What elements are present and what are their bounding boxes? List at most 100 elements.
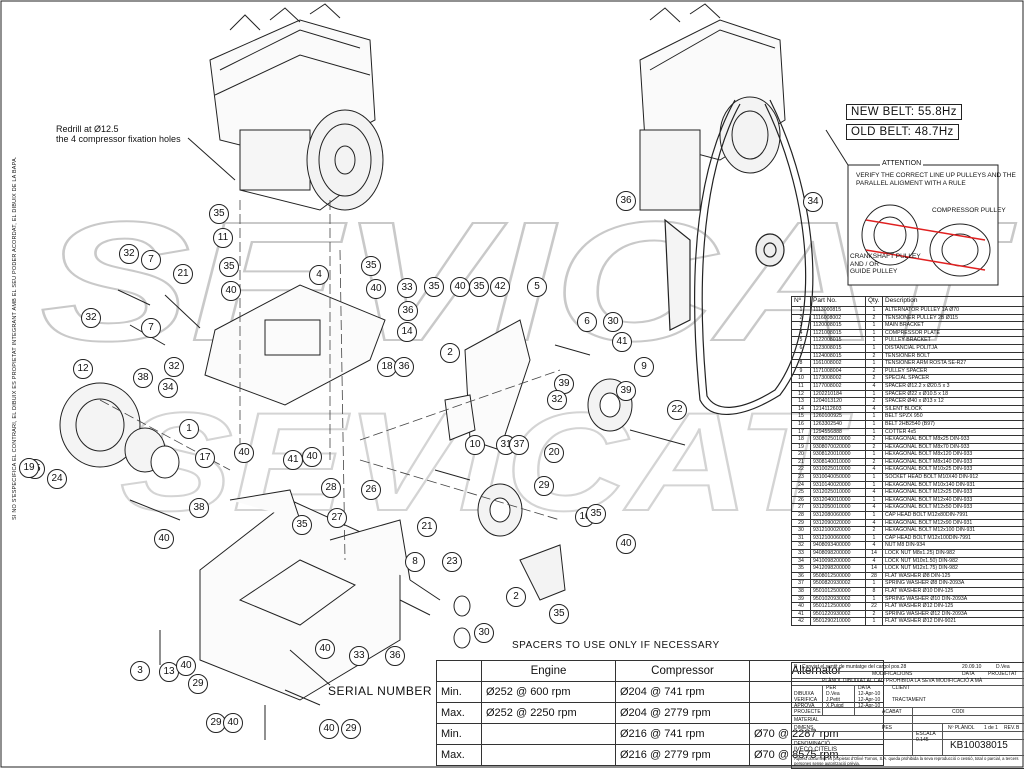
- part-callout: 32: [547, 390, 567, 410]
- part-callout: 40: [234, 443, 254, 463]
- part-callout: 21: [417, 517, 437, 537]
- part-description: COTTER 4x5: [883, 428, 1024, 436]
- part-code: 9312040010000: [811, 496, 866, 504]
- part-qty: 2: [866, 458, 883, 466]
- part-number: 35: [792, 565, 811, 573]
- part-number: 12: [792, 390, 811, 398]
- part-code: 9308025010000: [811, 436, 866, 444]
- part-number: 14: [792, 405, 811, 413]
- part-number: 1: [792, 307, 811, 315]
- part-qty: 1: [866, 580, 883, 588]
- part-qty: 1: [866, 360, 883, 368]
- modif-project-label: PROJECTAT: [988, 671, 1017, 677]
- part-callout: 7: [141, 250, 161, 270]
- part-qty: 1: [866, 451, 883, 459]
- aprova-date: 12-Apr-10: [858, 703, 880, 709]
- part-number: 15: [792, 413, 811, 421]
- part-number: 16: [792, 420, 811, 428]
- part-description: HEXAGONAL BOLT M12x90 DIN-931: [883, 519, 1024, 527]
- prohibition-note: PLÀNOL DIBUIXAT AL CAD PROHIBIDA LA SEVA…: [822, 678, 982, 684]
- part-number: 27: [792, 504, 811, 512]
- part-number: 17: [792, 428, 811, 436]
- part-number: 4: [792, 329, 811, 337]
- part-description: MAIN BRACKET: [883, 322, 1024, 330]
- part-callout: 8: [405, 552, 425, 572]
- plano-label: Nº PLÀNOL: [948, 725, 975, 731]
- part-code: 9408093400000: [811, 542, 866, 550]
- revision-letter: B: [794, 664, 797, 670]
- part-code: 1294556888: [811, 428, 866, 436]
- part-number: 26: [792, 496, 811, 504]
- part-number: 42: [792, 618, 811, 626]
- part-callout: 27: [327, 508, 347, 528]
- part-qty: 4: [866, 405, 883, 413]
- part-qty: 1: [866, 329, 883, 337]
- part-callout: 30: [603, 312, 623, 332]
- part-callout: 35: [586, 504, 606, 524]
- part-number: 39: [792, 595, 811, 603]
- part-callout: 36: [394, 357, 414, 377]
- part-number: 3: [792, 322, 811, 330]
- part-number: 20: [792, 451, 811, 459]
- modifications-label: MODIFICACIONS: [872, 671, 912, 677]
- old-belt-frequency: OLD BELT: 48.7Hz: [846, 124, 959, 140]
- part-callout: 3: [130, 661, 150, 681]
- part-callout: 35: [549, 604, 569, 624]
- compressor-speed: Ø216 @ 2779 rpm: [616, 745, 750, 766]
- part-description: SPACER Ø40 x Ø13 x 12: [883, 398, 1024, 406]
- part-description: SPACER Ø22 x Ø10.5 x 18: [883, 390, 1024, 398]
- part-code: 1173008002: [811, 375, 866, 383]
- part-description: FLAT WASHER Ø8 DIN-125: [883, 572, 1024, 580]
- part-callout: 40: [450, 277, 470, 297]
- redrill-note: Redrill at Ø12.5 the 4 compressor fixati…: [56, 124, 181, 144]
- part-callout: 35: [292, 515, 312, 535]
- part-qty: 1: [866, 534, 883, 542]
- part-description: BELT 2HB2540 (B97): [883, 420, 1024, 428]
- part-number: 5: [792, 337, 811, 345]
- part-qty: 1: [866, 474, 883, 482]
- part-code: 1123008015: [811, 344, 866, 352]
- part-code: 9308070020000: [811, 443, 866, 451]
- part-qty: 2: [866, 367, 883, 375]
- part-callout: 28: [321, 478, 341, 498]
- part-qty: 8: [866, 587, 883, 595]
- part-callout: 40: [366, 279, 386, 299]
- part-callout: 40: [616, 534, 636, 554]
- part-number: 22: [792, 466, 811, 474]
- part-qty: 22: [866, 603, 883, 611]
- part-description: TENSIONER BOLT: [883, 352, 1024, 360]
- compressor-left: [210, 4, 383, 210]
- part-callout: 40: [223, 713, 243, 733]
- part-callout: 12: [73, 359, 93, 379]
- part-qty: 1: [866, 496, 883, 504]
- part-callout: 2: [506, 587, 526, 607]
- projecte-label: PROJECTE: [794, 709, 821, 715]
- part-code: 1202210184: [811, 390, 866, 398]
- revision-date: 20.09.10: [962, 664, 981, 670]
- part-code: 1116008002: [811, 314, 866, 322]
- part-code: 9408098200000: [811, 550, 866, 558]
- part-number: 28: [792, 512, 811, 520]
- speed-limit: Min.: [437, 724, 482, 745]
- part-qty: 2: [866, 610, 883, 618]
- part-number: 24: [792, 481, 811, 489]
- part-callout: 10: [465, 435, 485, 455]
- part-qty: 1: [866, 337, 883, 345]
- speed-limit: Min.: [437, 682, 482, 703]
- part-callout: 30: [474, 623, 494, 643]
- part-callout: 32: [81, 308, 101, 328]
- part-qty: 4: [866, 382, 883, 390]
- part-qty: 2: [866, 527, 883, 535]
- part-callout: 40: [302, 447, 322, 467]
